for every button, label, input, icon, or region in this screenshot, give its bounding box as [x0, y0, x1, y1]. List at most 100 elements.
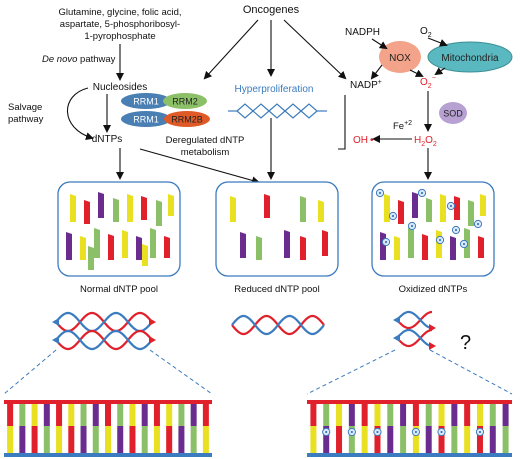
oxidation-mark-core [476, 222, 480, 226]
dntp-molecule [240, 232, 246, 258]
dntp-molecule [440, 194, 446, 222]
base-bottom [502, 426, 509, 453]
helix-strand-blue [396, 310, 432, 330]
dntp-molecule [422, 234, 428, 260]
base-bottom [374, 426, 381, 453]
arrow-o2-mito [427, 37, 448, 47]
precursors-line2: aspartate, 5-phosphoribosyl- [60, 19, 180, 30]
base-bottom [336, 426, 343, 453]
base-bottom [7, 426, 14, 453]
dntp-molecule [384, 194, 390, 222]
base-top [80, 404, 87, 426]
mitochondria-shape [427, 41, 513, 73]
o2-label: O2 [420, 26, 432, 39]
h2o2-h: H [414, 135, 421, 146]
dna-helix-oxidized [393, 310, 436, 350]
pool-normal-dntps [66, 192, 174, 270]
deregulated-line1: Deregulated dNTP [166, 135, 245, 146]
h2o2-sub1: 2 [421, 141, 425, 148]
ladder-backbone-bottom [307, 453, 512, 457]
de-novo-pathway-label: De novo pathway [42, 54, 116, 65]
arrow-dntps-reduced [139, 148, 260, 185]
base-top [451, 404, 458, 426]
base-top [19, 404, 26, 426]
dna-helix-reduced [231, 314, 325, 336]
superoxide-label: O2− [420, 75, 436, 90]
helix-strand-blue [231, 314, 325, 336]
dna-ladder-oxidized [307, 400, 512, 457]
base-top [43, 404, 50, 426]
base-bottom [105, 426, 111, 453]
dntp-molecule [113, 198, 119, 222]
dntp-molecule [426, 198, 432, 222]
dntp-molecule [70, 194, 76, 222]
de-novo-italic: De novo [42, 54, 77, 65]
base-bottom [476, 426, 483, 453]
deregulated-line2: metabolism [181, 147, 230, 158]
de-novo-rest: pathway [77, 54, 115, 65]
superoxide-o: O [420, 77, 428, 88]
base-top [310, 404, 317, 426]
base-top [438, 404, 445, 426]
zoom-right-b [429, 349, 513, 395]
hydroxyl-text: OH [353, 135, 368, 146]
helix-arrow-left [393, 334, 400, 342]
base-bottom [178, 426, 185, 453]
base-bottom [451, 426, 458, 453]
base-top [464, 404, 471, 426]
pool-box-normal [57, 181, 181, 277]
base-top [476, 404, 483, 426]
dntp-molecule [84, 200, 90, 224]
base-bottom [153, 426, 160, 453]
base-top [178, 404, 185, 426]
dntp-molecule [168, 194, 174, 216]
salvage-line1: Salvage [8, 102, 42, 113]
dntp-molecule [98, 192, 104, 218]
helix-strand-blue [55, 311, 153, 333]
ladder-backbone-top [4, 400, 212, 404]
base-top [166, 404, 173, 426]
helix-arrow-left [393, 316, 400, 324]
precursors-line3: 1-pyrophosphate [84, 31, 155, 42]
dntp-molecule [88, 246, 94, 270]
pool-oxidized-label: Oxidized dNTPs [399, 284, 468, 295]
dntp-molecule [127, 194, 133, 222]
base-top [117, 404, 124, 426]
helix-arrow-right [149, 336, 156, 344]
dntp-molecule [141, 196, 147, 220]
base-bottom [80, 426, 87, 453]
zoom-lines [3, 349, 513, 395]
base-bottom [43, 426, 50, 453]
rrm1-top-shape [121, 93, 171, 109]
fe-text: Fe [393, 121, 404, 132]
nadph-label: NADPH [345, 27, 380, 38]
fe-sup: +2 [404, 120, 412, 127]
dntp-molecule [454, 196, 460, 220]
arrow-nox-nadp [370, 64, 383, 80]
oxidation-mark-core [414, 430, 418, 434]
nucleosides-label: Nucleosides [93, 82, 147, 93]
dntp-molecule [436, 230, 442, 258]
oxidation-mark-core [384, 240, 388, 244]
zoom-left-b [149, 349, 213, 395]
h2o2-o: O [425, 135, 433, 146]
dntp-molecule [284, 230, 290, 258]
helix-arrow-left [52, 318, 59, 326]
dntp-molecule [108, 234, 114, 260]
arrow-oncogenes-right [283, 19, 347, 80]
base-top [323, 404, 330, 426]
dntp-molecule [156, 200, 162, 226]
dntp-molecule [408, 228, 414, 258]
base-top [153, 404, 160, 426]
oxidation-mark-core [440, 430, 443, 434]
oxidation-mark-core [391, 214, 395, 218]
base-top [336, 404, 343, 426]
arrow-nox-superoxide [409, 69, 424, 77]
base-bottom [425, 426, 432, 453]
base-top [202, 404, 209, 426]
superoxide-sup: − [432, 75, 436, 82]
dntp-molecule [468, 200, 474, 226]
base-bottom [412, 426, 419, 453]
salvage-line2: pathway [8, 114, 44, 125]
base-bottom [464, 426, 471, 453]
